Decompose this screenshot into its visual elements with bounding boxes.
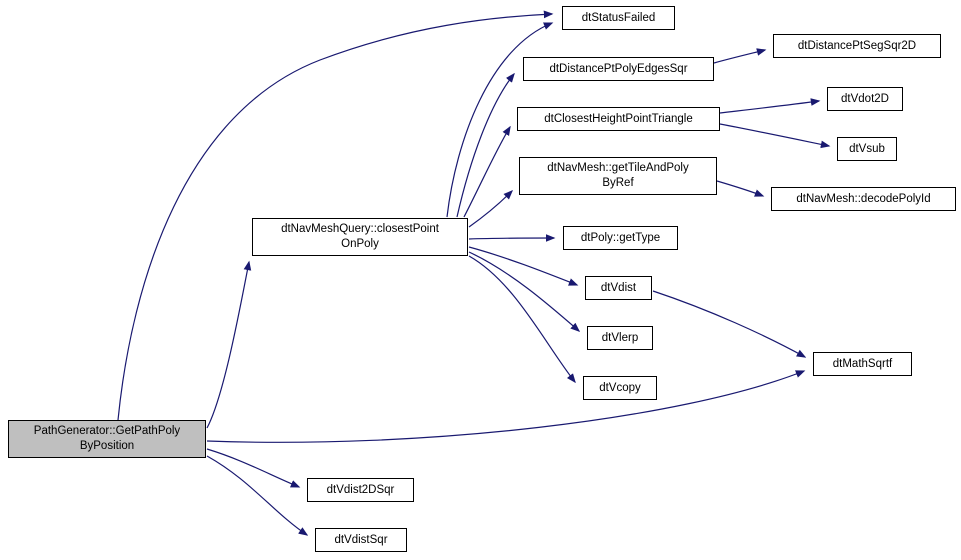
edge-getpathpolybyposition-to-dtmathsqrtf	[206, 370, 806, 443]
edge-closestpointonpoly-to-dtstatusfailed	[446, 22, 554, 218]
node-label: dtVsub	[849, 142, 885, 155]
edge-getpathpolybyposition-to-closestpointonpoly	[206, 260, 252, 429]
node-dtvdist2dsqr[interactable]: dtVdist2DSqr	[307, 478, 414, 502]
edge-gettileandpolybyref-to-decodepolyid	[716, 180, 765, 197]
node-label-line: dtNavMeshQuery::closestPoint	[281, 223, 439, 236]
node-dtvsub[interactable]: dtVsub	[837, 137, 897, 161]
edge-closestpointonpoly-to-dtdistanceptpolyedgessqr	[456, 72, 515, 218]
node-label-line: ByRef	[602, 177, 634, 189]
node-dtvcopy[interactable]: dtVcopy	[583, 376, 657, 400]
node-label: dtVdist2DSqr	[326, 483, 395, 496]
node-label: dtVlerp	[601, 331, 639, 344]
edge-closestpointonpoly-to-dtclosestheightpointtriangle	[463, 125, 511, 218]
node-dtvdot2d[interactable]: dtVdot2D	[827, 87, 903, 111]
node-label: dtStatusFailed	[581, 11, 656, 24]
edge-closestpointonpoly-to-dtvdist	[468, 246, 579, 286]
node-dtnavmesh-decodepolyid[interactable]: dtNavMesh::decodePolyId	[771, 187, 956, 211]
node-label: dtVcopy	[599, 381, 641, 394]
node-dtdistanceptsegsqr2d[interactable]: dtDistancePtSegSqr2D	[773, 34, 941, 58]
edge-closestpointonpoly-to-dtpoly-gettype	[468, 234, 556, 242]
node-label-line: PathGenerator::GetPathPoly	[33, 425, 181, 438]
node-dtmathsqrtf[interactable]: dtMathSqrtf	[813, 352, 912, 376]
node-pathgenerator-getpathpolybyposition[interactable]: PathGenerator::GetPathPoly ByPosition	[8, 420, 206, 458]
node-label: dtVdot2D	[841, 92, 889, 105]
edge-dtclosestheightpointtriangle-to-dtvsub	[719, 123, 831, 149]
node-dtclosestheightpointtriangle[interactable]: dtClosestHeightPointTriangle	[517, 107, 720, 131]
edge-getpathpolybyposition-to-dtvdist2dsqr	[206, 448, 301, 488]
edge-dtvdist-to-dtmathsqrtf	[652, 290, 807, 358]
node-label: dtClosestHeightPointTriangle	[544, 112, 693, 125]
edge-closestpointonpoly-to-dtvlerp	[468, 251, 581, 332]
node-label: dtDistancePtPolyEdgesSqr	[549, 62, 688, 75]
node-dtnavmesh-gettileandpolybyref[interactable]: dtNavMesh::getTileAndPoly ByRef	[519, 157, 717, 195]
node-label: dtVdist	[600, 281, 637, 294]
node-label: dtDistancePtSegSqr2D	[797, 39, 917, 52]
node-dtvdistsqr[interactable]: dtVdistSqr	[315, 528, 407, 552]
node-label: dtPoly::getType	[580, 231, 661, 244]
node-dtnavmeshquery-closestpointonpoly[interactable]: dtNavMeshQuery::closestPoint OnPoly	[252, 218, 468, 256]
edge-dtdistanceptpolyedgessqr-to-dtdistanceptsegsqr2d	[713, 48, 767, 64]
node-label-line: ByPosition	[79, 440, 135, 452]
edge-closestpointonpoly-to-gettileandpolybyref	[468, 189, 514, 228]
node-dtdistanceptpolyedgessqr[interactable]: dtDistancePtPolyEdgesSqr	[523, 57, 714, 81]
node-label-line: dtNavMesh::getTileAndPoly	[547, 162, 689, 175]
node-dtstatusfailed[interactable]: dtStatusFailed	[562, 6, 675, 30]
node-dtvlerp[interactable]: dtVlerp	[587, 326, 653, 350]
edge-dtclosestheightpointtriangle-to-dtvdot2d	[719, 98, 821, 114]
node-label-line: OnPoly	[341, 238, 379, 250]
node-dtvdist[interactable]: dtVdist	[585, 276, 652, 300]
node-label: dtNavMesh::decodePolyId	[796, 192, 931, 205]
edge-getpathpolybyposition-to-dtstatusfailed	[117, 10, 554, 421]
edge-closestpointonpoly-to-dtvcopy	[468, 255, 576, 384]
node-label: dtMathSqrtf	[832, 357, 893, 370]
node-dtpoly-gettype[interactable]: dtPoly::getType	[563, 226, 678, 250]
node-label: dtVdistSqr	[334, 533, 388, 546]
edge-getpathpolybyposition-to-dtvdistsqr	[206, 455, 309, 536]
